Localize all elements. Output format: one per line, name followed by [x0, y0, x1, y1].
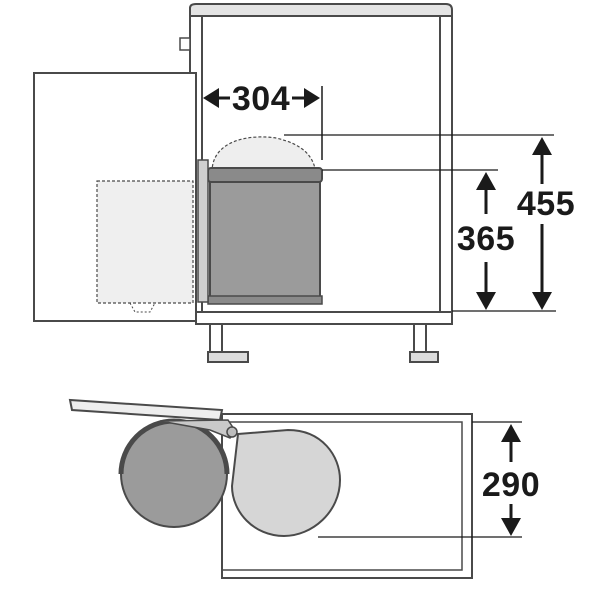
side-view: 304 365 455 [33, 3, 575, 363]
top-view: 290 [68, 398, 540, 579]
dimension-width: 304 [203, 80, 323, 160]
dimension-total-height-label: 455 [517, 185, 575, 223]
dimension-depth-label: 290 [482, 466, 540, 504]
cabinet-right-wall [439, 15, 453, 313]
cabinet-leg-right [409, 323, 439, 363]
bin-rim [207, 167, 323, 183]
ghost-bin-door-foot [129, 302, 156, 313]
cabinet-top [189, 3, 453, 17]
cabinet-outline-top-inner [222, 421, 463, 571]
dimension-total-height: 455 [517, 137, 575, 310]
dimension-bin-height-label: 365 [457, 220, 515, 258]
bin-base [207, 295, 323, 305]
door-top-view [68, 398, 224, 422]
mount-bracket [197, 159, 209, 303]
dimension-depth: 290 [482, 424, 540, 536]
dimension-width-label: 304 [232, 80, 290, 118]
bin-inside [230, 428, 342, 538]
ghost-bin-door [96, 180, 194, 304]
cabinet-floor [195, 311, 453, 325]
pivot-point [226, 426, 238, 438]
cabinet-leg-left [207, 323, 249, 363]
hinge-knob [179, 37, 191, 51]
bin-body [209, 171, 321, 303]
dimension-bin-height: 365 [457, 172, 515, 310]
